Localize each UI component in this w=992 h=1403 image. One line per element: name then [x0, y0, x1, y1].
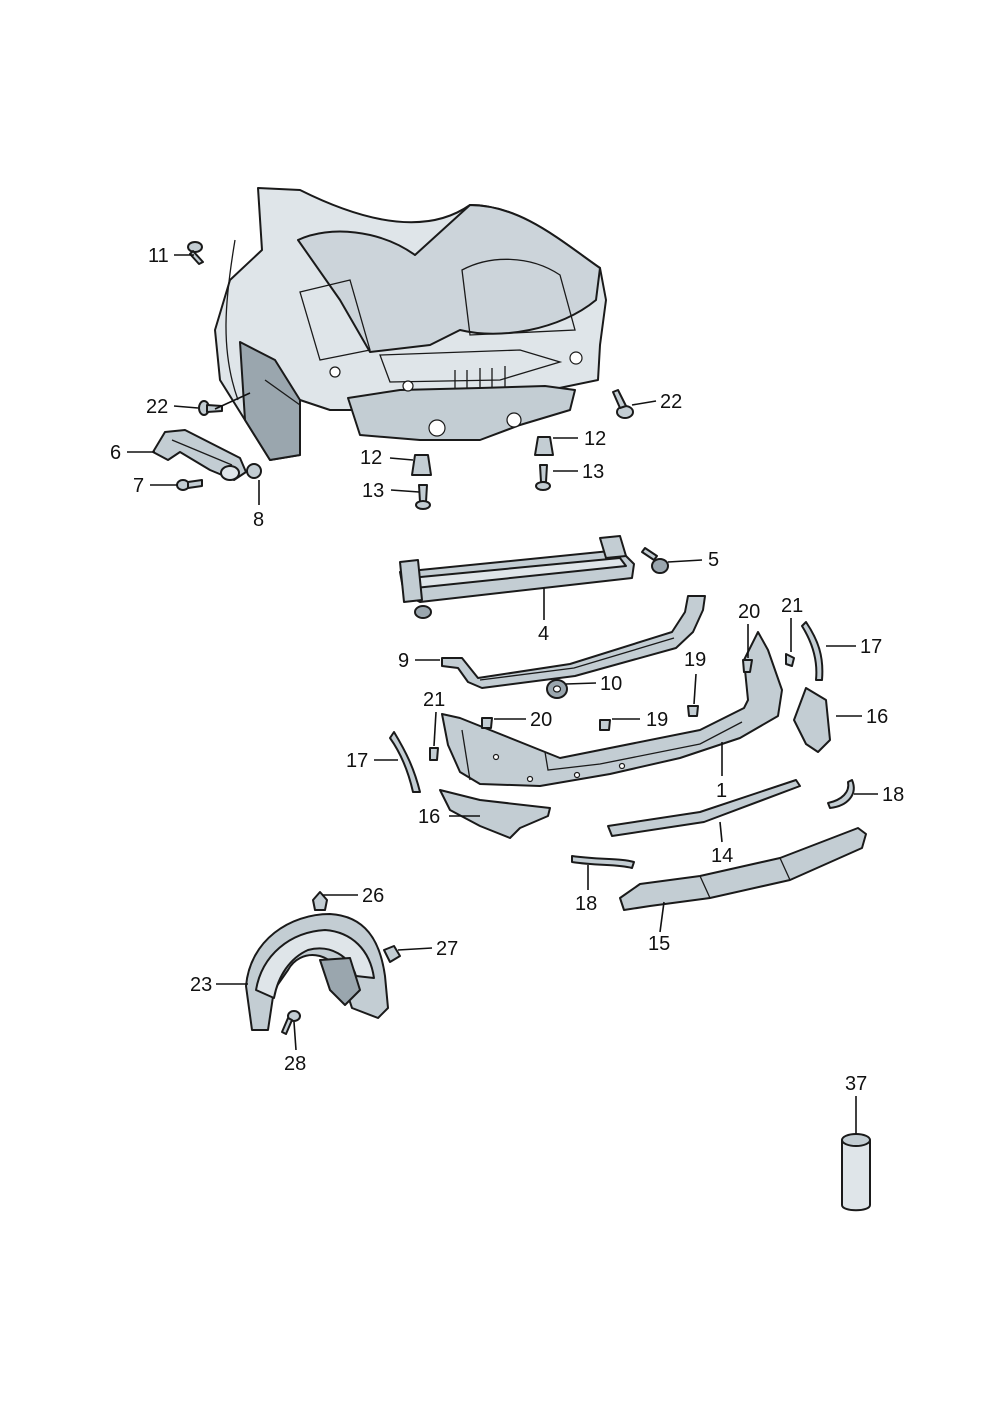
screw-7	[176, 479, 203, 491]
container-37	[841, 1133, 871, 1212]
strip-18-right	[827, 779, 855, 809]
callout-1: 1	[716, 780, 727, 802]
screw-22-left	[198, 400, 223, 416]
nut-10	[546, 679, 568, 699]
trim-strip-17-right	[801, 621, 824, 681]
callout-22-right: 22	[660, 391, 682, 413]
callout-16-left: 16	[418, 806, 440, 828]
screw-13-right	[535, 464, 551, 491]
callout-17-right: 17	[860, 636, 882, 658]
callout-12-left: 12	[360, 447, 382, 469]
moulding-14	[607, 779, 801, 837]
bracket-9	[441, 595, 706, 689]
screw-13-left	[415, 484, 431, 510]
callout-13-left: 13	[362, 480, 384, 502]
insert-16-right	[793, 687, 831, 753]
strip-18-left	[571, 855, 635, 869]
callout-4: 4	[538, 623, 549, 645]
bumper-cover-1	[441, 631, 783, 787]
trim-strip-17-left	[389, 731, 421, 793]
insert-16-left	[439, 789, 551, 839]
callout-5: 5	[708, 549, 719, 571]
callout-8: 8	[253, 509, 264, 531]
clip-21-top	[785, 653, 795, 667]
callout-21-left: 21	[423, 689, 445, 711]
clip-21-left	[429, 747, 439, 761]
clip-12-left	[411, 454, 432, 476]
callout-18-left: 18	[575, 893, 597, 915]
callout-15: 15	[648, 933, 670, 955]
clip-26	[312, 891, 328, 911]
callout-16-right: 16	[866, 706, 888, 728]
clip-19-left	[599, 719, 611, 731]
callout-20-top: 20	[738, 601, 760, 623]
callout-6: 6	[110, 442, 121, 464]
screw-5	[641, 547, 669, 574]
nut-8	[246, 463, 262, 479]
clip-12-right	[534, 436, 554, 456]
callout-19-right: 19	[684, 649, 706, 671]
callout-20-left: 20	[530, 709, 552, 731]
callout-19-left: 19	[646, 709, 668, 731]
diffuser-15	[619, 827, 867, 911]
clip-19-right	[687, 705, 699, 717]
clip-20-top	[742, 659, 753, 673]
callout-11: 11	[148, 245, 169, 267]
callout-37: 37	[845, 1073, 867, 1095]
callout-27: 27	[436, 938, 458, 960]
callout-22-left: 22	[146, 396, 168, 418]
callout-7: 7	[133, 475, 144, 497]
callout-14: 14	[711, 845, 733, 867]
callout-9: 9	[398, 650, 409, 672]
clip-27	[383, 945, 401, 963]
screw-11	[187, 241, 204, 265]
callout-21-top: 21	[781, 595, 803, 617]
callout-12-right: 12	[584, 428, 606, 450]
vehicle-rear-body	[214, 187, 607, 461]
screw-22-right	[612, 389, 634, 419]
screw-28	[281, 1010, 301, 1035]
callout-17-left: 17	[346, 750, 368, 772]
callout-23: 23	[190, 974, 212, 996]
wheel-housing-liner-23	[245, 913, 389, 1031]
impact-bar-4	[399, 535, 635, 619]
callout-26: 26	[362, 885, 384, 907]
callout-28: 28	[284, 1053, 306, 1075]
callout-10: 10	[600, 673, 622, 695]
callout-13-right: 13	[582, 461, 604, 483]
callout-labels: 11 22 22 12 12 13 13 6 7 8 5 4 9 10 20 2…	[110, 245, 904, 1095]
bracket-6	[152, 429, 247, 481]
clip-20-left	[481, 717, 493, 729]
callout-18-right: 18	[882, 784, 904, 806]
leader-lines	[127, 254, 878, 1134]
